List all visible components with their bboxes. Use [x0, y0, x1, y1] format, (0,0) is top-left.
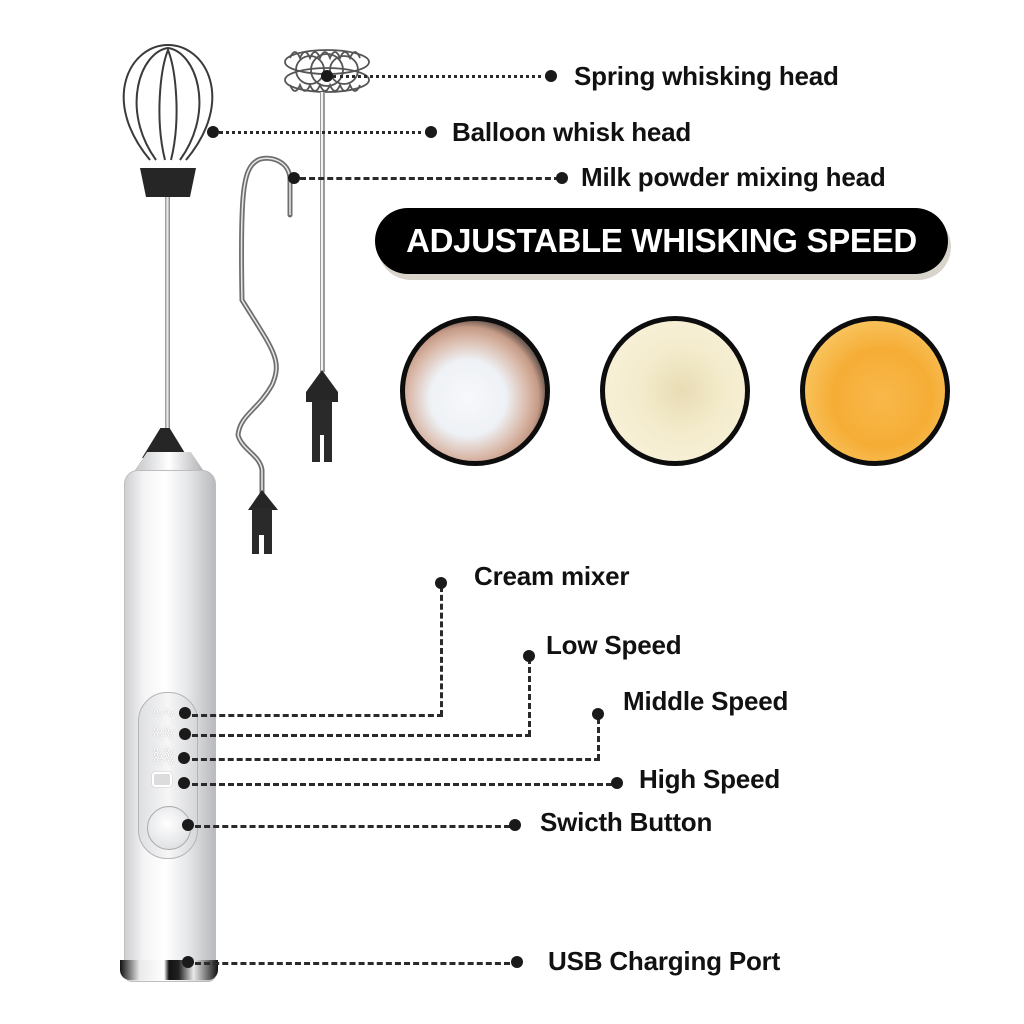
callout-line — [192, 734, 531, 737]
callout-dot — [545, 70, 557, 82]
callout-line — [195, 962, 510, 965]
callout-line — [195, 825, 510, 828]
callout-dot — [435, 577, 447, 589]
callout-dot — [556, 172, 568, 184]
banner-text: ADJUSTABLE WHISKING SPEED — [406, 222, 917, 259]
callout-dot — [523, 650, 535, 662]
whipped-cream-image — [600, 316, 750, 466]
callout-line — [333, 75, 548, 78]
callout-line — [440, 586, 443, 716]
adjustable-speed-banner: ADJUSTABLE WHISKING SPEED — [375, 208, 948, 274]
callout-dot — [509, 819, 521, 831]
single-wave-icon: ∿∿ — [152, 704, 174, 720]
callout-dot — [425, 126, 437, 138]
high-speed-label: High Speed — [639, 764, 781, 794]
milk-powder-head-label: Milk powder mixing head — [581, 162, 886, 192]
callout-dot — [288, 172, 300, 184]
callout-dot — [178, 752, 190, 764]
triple-wave-icon: ∿∿∿∿∿∿ — [152, 742, 174, 768]
frothed-milk-image — [400, 316, 550, 466]
balloon-whisk-label: Balloon whisk head — [452, 117, 692, 147]
balloon-whisk-shaft — [165, 197, 170, 432]
callout-line — [192, 758, 600, 761]
balloon-whisk-icon — [122, 43, 214, 197]
cream-mixer-label: Cream mixer — [474, 561, 630, 591]
callout-dot — [178, 777, 190, 789]
callout-dot — [179, 728, 191, 740]
power-rect-icon — [152, 772, 172, 787]
low-speed-label: Low Speed — [546, 630, 682, 660]
switch-button-label: Swicth Button — [540, 807, 713, 837]
callout-dot — [592, 708, 604, 720]
callout-line — [597, 718, 600, 760]
callout-dot — [611, 777, 623, 789]
callout-dot — [207, 126, 219, 138]
usb-charging-port — [120, 960, 218, 980]
callout-dot — [321, 70, 333, 82]
callout-dot — [182, 956, 194, 968]
usb-port-label: USB Charging Port — [548, 946, 781, 976]
spring-whisk-icon — [284, 49, 370, 463]
callout-dot — [179, 707, 191, 719]
middle-speed-label: Middle Speed — [623, 686, 789, 716]
callout-dot — [511, 956, 523, 968]
callout-line — [192, 714, 443, 717]
callout-dot — [182, 819, 194, 831]
double-wave-icon: ∿∿∿∿ — [152, 722, 174, 743]
callout-line — [219, 131, 429, 134]
callout-line — [192, 783, 612, 786]
beaten-eggs-image — [800, 316, 950, 466]
callout-line — [528, 658, 531, 736]
callout-line — [300, 177, 560, 180]
spring-whisk-label: Spring whisking head — [574, 61, 839, 91]
mixing-hook-icon — [235, 155, 293, 555]
